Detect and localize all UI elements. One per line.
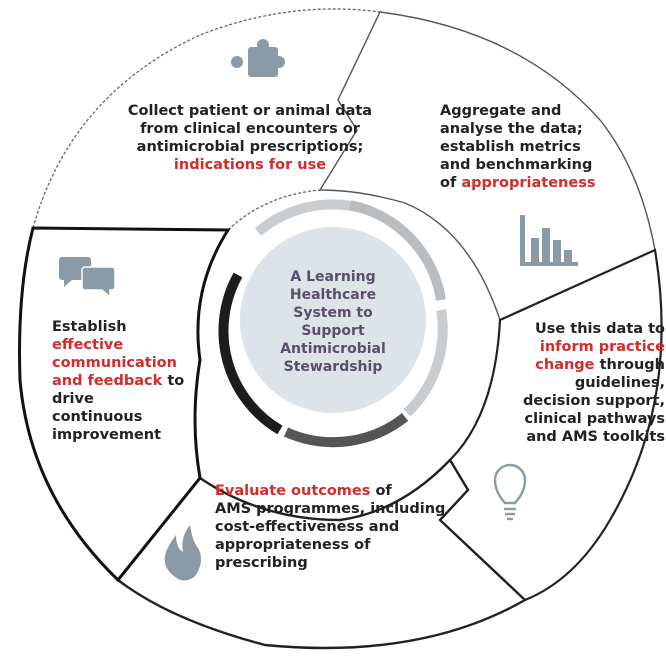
center-circle <box>240 227 426 413</box>
use-data-highlight: inform practice <box>539 339 665 355</box>
communication-line: continuous <box>52 409 143 425</box>
use-data-line: and AMS toolkits <box>526 429 665 445</box>
collect-line: Collect patient or animal data <box>127 103 373 119</box>
segment-collect <box>32 8 381 231</box>
puzzle-icon <box>231 39 285 77</box>
aggregate-text: Aggregate and analyse the data; establis… <box>440 102 640 192</box>
segment-use-data <box>438 248 663 602</box>
communication-suffix: to <box>167 373 185 389</box>
aggregate-prefix: of <box>440 175 457 191</box>
use-data-line-3: change through <box>490 356 665 374</box>
communication-line: drive <box>52 391 94 407</box>
use-data-line: guidelines, <box>574 375 665 391</box>
inner-arc-top-right <box>348 200 446 301</box>
evaluate-text: Evaluate outcomes of AMS programmes, inc… <box>215 482 465 572</box>
inner-arc-bottom <box>283 413 409 448</box>
segment-communication <box>18 226 231 583</box>
center-line: Antimicrobial <box>280 341 386 357</box>
center-line: Healthcare <box>289 287 377 303</box>
collect-highlight: indications for use <box>173 157 327 173</box>
inner-ring <box>218 199 448 448</box>
communication-text: Establish effective communication and fe… <box>52 318 212 444</box>
aggregate-highlight: appropriateness <box>461 175 596 191</box>
evaluate-line: prescribing <box>215 555 308 571</box>
use-data-line: clinical pathways <box>524 411 665 427</box>
center-line: Support <box>301 323 365 339</box>
collect-text: Collect patient or animal data from clin… <box>90 102 410 174</box>
communication-highlight-3: and feedback <box>52 373 163 389</box>
use-data-line: Use this data to <box>534 321 665 337</box>
chat-bubbles-icon <box>59 257 116 299</box>
lightbulb-icon <box>493 463 527 521</box>
flame-icon <box>164 525 202 581</box>
center-line: Stewardship <box>283 359 383 375</box>
evaluate-line: cost-effectiveness and <box>215 519 400 535</box>
aggregate-line-5: of appropriateness <box>440 174 640 192</box>
aggregate-line: and benchmarking <box>440 157 593 173</box>
communication-line: improvement <box>52 427 162 443</box>
aggregate-line: establish metrics <box>440 139 581 155</box>
use-data-suffix: through <box>599 357 665 373</box>
center-title: A Learning Healthcare System to Support … <box>278 268 388 376</box>
communication-line-4: and feedback to <box>52 372 212 390</box>
use-data-text: Use this data to inform practice change … <box>490 320 665 446</box>
collect-line: antimicrobial prescriptions; <box>136 139 364 155</box>
aggregate-line: Aggregate and <box>440 103 562 119</box>
evaluate-line-1: Evaluate outcomes of <box>215 482 465 500</box>
center-line: A Learning <box>290 269 376 285</box>
aggregate-line: analyse the data; <box>440 121 583 137</box>
center-line: System to <box>293 305 373 321</box>
evaluate-line: appropriateness of <box>215 537 371 553</box>
evaluate-line: AMS programmes, including <box>215 501 446 517</box>
segment-aggregate <box>318 11 656 321</box>
communication-highlight-2: communication <box>52 355 177 371</box>
inner-arc-right <box>403 309 448 417</box>
use-data-line: decision support, <box>523 393 665 409</box>
communication-line: Establish <box>52 319 127 335</box>
inner-arc-left <box>218 272 283 435</box>
evaluate-highlight: Evaluate outcomes <box>215 483 371 499</box>
use-data-highlight-2: change <box>535 357 595 373</box>
collect-line: from clinical encounters or <box>140 121 360 137</box>
communication-highlight: effective <box>52 337 124 353</box>
bar-chart-icon <box>520 215 578 266</box>
evaluate-suffix: of <box>375 483 392 499</box>
